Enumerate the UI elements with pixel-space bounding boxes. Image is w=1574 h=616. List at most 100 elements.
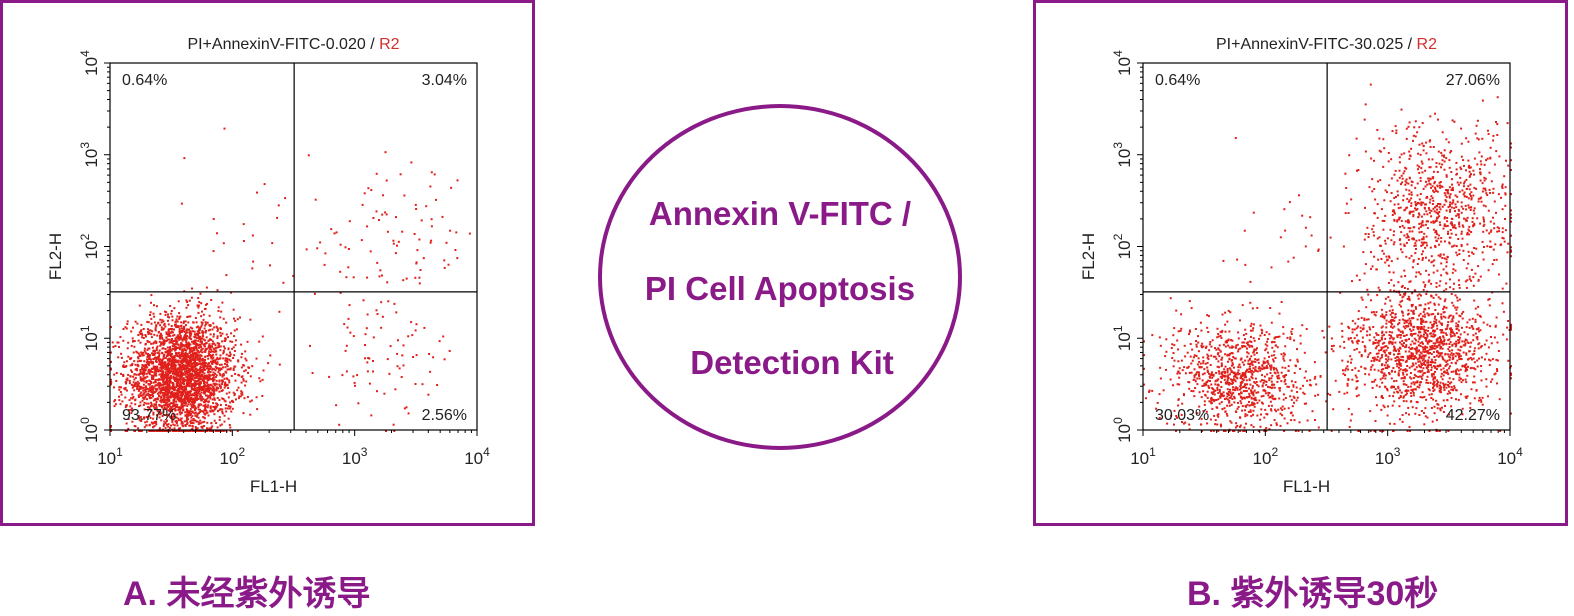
data-point — [1489, 220, 1492, 223]
data-point — [178, 379, 181, 381]
data-point — [1273, 383, 1276, 386]
data-point — [216, 337, 219, 340]
data-point — [138, 416, 141, 419]
data-point — [1434, 186, 1436, 189]
data-point — [1210, 345, 1213, 348]
data-point — [375, 172, 378, 175]
data-point — [143, 371, 146, 374]
data-point — [1249, 409, 1252, 412]
data-point — [198, 374, 200, 377]
data-point — [319, 241, 322, 244]
data-point — [145, 424, 148, 427]
data-point — [1245, 386, 1248, 389]
data-point — [1410, 204, 1413, 207]
data-point — [150, 301, 152, 304]
data-point — [160, 406, 163, 409]
data-point — [209, 371, 212, 373]
data-point — [192, 355, 195, 358]
data-point — [172, 365, 175, 368]
data-point — [185, 360, 188, 363]
data-point — [212, 387, 215, 390]
data-point — [216, 361, 219, 364]
data-point — [1392, 234, 1395, 237]
data-point — [169, 402, 172, 405]
quadrant-label-upper-left: 0.64% — [122, 72, 167, 89]
data-point — [1201, 342, 1204, 345]
data-point — [1230, 378, 1232, 381]
data-point — [1253, 353, 1256, 356]
data-point — [205, 410, 208, 412]
data-point — [214, 359, 217, 362]
data-point — [192, 394, 195, 397]
data-point — [1159, 344, 1162, 347]
data-point — [152, 354, 155, 356]
data-point — [188, 413, 191, 415]
data-point — [378, 219, 380, 221]
data-point — [223, 414, 226, 417]
data-point — [1482, 230, 1485, 233]
data-point — [189, 355, 191, 358]
data-point — [189, 378, 192, 381]
data-point — [125, 404, 128, 407]
data-point — [209, 328, 212, 331]
data-point — [1433, 182, 1436, 185]
data-point — [185, 356, 188, 359]
data-point — [136, 386, 139, 389]
data-point — [202, 318, 205, 321]
data-point — [196, 336, 198, 339]
data-point — [1193, 378, 1196, 381]
data-point — [1212, 374, 1215, 377]
data-point — [1418, 165, 1421, 168]
data-point — [190, 360, 193, 362]
data-point — [143, 349, 146, 352]
data-point — [196, 355, 199, 358]
data-point — [225, 377, 228, 380]
data-point — [229, 340, 232, 343]
data-point — [1282, 355, 1285, 358]
data-point — [1214, 423, 1217, 426]
data-point — [1246, 383, 1248, 386]
data-point — [1219, 330, 1222, 333]
data-point — [1407, 200, 1410, 203]
data-point — [1220, 371, 1223, 374]
data-point — [212, 371, 215, 374]
data-point — [1202, 384, 1205, 387]
data-point — [204, 307, 207, 310]
data-point — [1230, 421, 1233, 424]
data-point — [1431, 197, 1434, 200]
data-point — [1271, 374, 1274, 377]
data-point — [1383, 199, 1386, 202]
data-point — [1245, 332, 1248, 335]
data-point — [184, 365, 187, 368]
data-point — [1454, 194, 1457, 197]
data-point — [170, 353, 173, 356]
data-point — [189, 407, 192, 410]
data-point — [1479, 179, 1482, 182]
data-point — [1446, 217, 1449, 219]
data-point — [154, 398, 157, 400]
data-point — [1462, 259, 1465, 261]
data-point — [166, 377, 169, 380]
data-point — [193, 349, 196, 352]
data-point — [389, 345, 392, 348]
data-point — [177, 430, 180, 432]
data-point — [1410, 147, 1413, 150]
data-point — [1231, 397, 1234, 400]
data-point — [352, 375, 355, 378]
data-point — [195, 391, 198, 394]
data-point — [1245, 370, 1247, 373]
data-point — [364, 357, 366, 360]
data-point — [1350, 198, 1353, 201]
data-point — [167, 334, 170, 337]
data-point — [393, 302, 396, 305]
data-point — [201, 410, 204, 413]
data-point — [179, 427, 182, 430]
data-point — [1250, 335, 1252, 338]
data-point — [217, 310, 220, 312]
data-point — [145, 390, 148, 393]
data-point — [142, 377, 145, 380]
data-point — [1447, 206, 1450, 209]
data-point — [167, 362, 170, 365]
data-point — [246, 396, 249, 398]
data-point — [1442, 253, 1445, 256]
